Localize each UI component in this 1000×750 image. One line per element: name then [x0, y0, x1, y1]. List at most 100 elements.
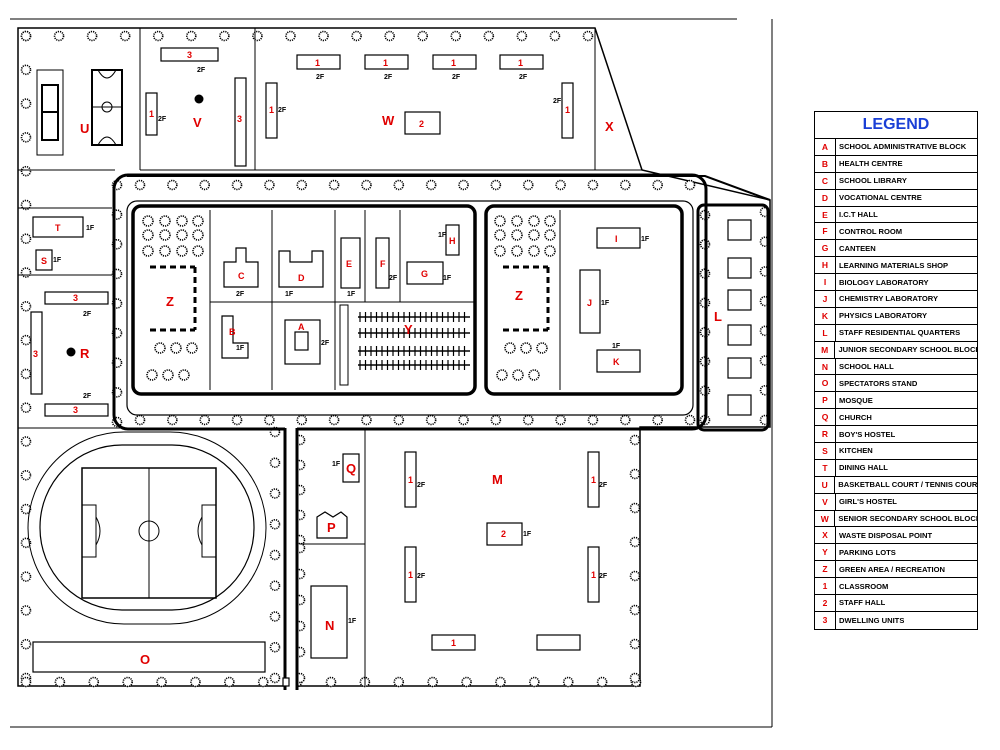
svg-text:1: 1: [149, 109, 154, 119]
legend-label: SCHOOL HALL: [839, 362, 894, 372]
tree-icon: [186, 342, 198, 354]
building-b-label: B: [229, 327, 236, 337]
tree-icon: [417, 30, 429, 42]
legend-key: Q: [815, 409, 836, 426]
legend-label: BOY'S HOSTEL: [839, 429, 896, 439]
legend-key: 1: [815, 578, 836, 595]
tree-icon: [684, 414, 696, 426]
svg-text:1F: 1F: [347, 291, 356, 298]
svg-text:1F: 1F: [86, 225, 95, 232]
basketball-tennis-courts: [36, 69, 123, 156]
tree-icon: [461, 676, 472, 688]
legend-key: B: [815, 155, 836, 172]
tree-icon: [520, 342, 532, 354]
tree-icon: [516, 30, 528, 42]
legend-label: STAFF RESIDENTIAL QUARTERS: [839, 328, 961, 338]
green-area-left-trees: [142, 215, 204, 381]
tree-icon: [269, 580, 281, 592]
tree-icon: [393, 676, 405, 688]
tree-icon: [529, 676, 540, 688]
tree-icon: [176, 229, 188, 241]
legend-label: SENIOR SECONDARY SCHOOL BLOCK: [838, 514, 977, 524]
tree-icon: [511, 229, 523, 241]
tree-icon: [264, 179, 275, 191]
tree-icon: [146, 369, 158, 381]
tree-icon: [53, 30, 65, 42]
legend-label: MOSQUE: [839, 395, 873, 405]
legend-title: LEGEND: [815, 112, 977, 139]
tree-icon: [629, 638, 641, 650]
legend-label: CANTEEN: [839, 243, 876, 253]
tree-icon: [587, 179, 599, 191]
svg-text:1: 1: [315, 58, 320, 68]
tree-icon: [629, 434, 641, 446]
building-a-label: A: [298, 322, 305, 332]
legend-key: J: [815, 291, 836, 307]
tree-icon: [427, 676, 438, 688]
legend-key: E: [815, 206, 836, 223]
legend-label: PARKING LOTS: [839, 547, 896, 557]
tree-icon: [629, 536, 641, 548]
svg-text:2F: 2F: [83, 393, 92, 400]
tree-icon: [522, 179, 534, 191]
building-f-label: F: [380, 259, 386, 269]
svg-text:1F: 1F: [523, 531, 532, 538]
svg-text:1F: 1F: [285, 291, 294, 298]
svg-text:1: 1: [451, 638, 456, 648]
legend-key: N: [815, 358, 836, 375]
tree-icon: [20, 537, 32, 549]
tree-icon: [544, 215, 556, 227]
svg-text:1F: 1F: [443, 275, 452, 282]
tree-icon: [384, 30, 395, 42]
tree-icon: [20, 165, 32, 177]
legend-key: A: [815, 139, 836, 155]
svg-text:2F: 2F: [553, 98, 562, 105]
tree-icon: [458, 414, 469, 426]
tree-icon: [231, 179, 243, 191]
legend-key: D: [815, 189, 836, 206]
svg-text:1: 1: [269, 105, 274, 115]
tree-icon: [629, 502, 641, 514]
svg-text:2F: 2F: [316, 74, 325, 81]
tree-icon: [318, 30, 329, 42]
legend-label: PHYSICS LABORATORY: [839, 311, 928, 321]
tree-icon: [619, 179, 631, 191]
svg-text:1F: 1F: [641, 236, 650, 243]
flagpole-marker-r: [66, 347, 76, 357]
svg-text:2F: 2F: [452, 74, 461, 81]
tree-icon: [119, 30, 131, 42]
legend-label: DINING HALL: [839, 463, 888, 473]
zone-l-label: L: [714, 309, 722, 324]
boundary-trees: [20, 30, 771, 688]
tree-icon: [555, 414, 566, 426]
tree-icon: [495, 676, 506, 688]
legend-key: U: [815, 476, 836, 493]
tree-icon: [252, 30, 263, 42]
svg-text:1F: 1F: [236, 345, 245, 352]
legend-key: X: [815, 527, 836, 544]
tree-icon: [582, 30, 594, 42]
zone-x-label: X: [605, 119, 614, 134]
svg-text:1: 1: [591, 570, 596, 580]
legend-label: I.C.T HALL: [839, 210, 878, 219]
tree-icon: [20, 30, 32, 42]
tree-icon: [504, 342, 516, 354]
tree-icon: [494, 245, 506, 257]
tree-icon: [494, 229, 506, 241]
legend-key: K: [815, 307, 836, 324]
tree-icon: [490, 414, 502, 426]
tree-icon: [629, 604, 641, 616]
buildings: [30, 47, 752, 687]
legend-key: 2: [815, 595, 836, 611]
zone-m-label: M: [492, 472, 503, 487]
tree-icon: [176, 245, 188, 257]
legend-key: T: [815, 459, 836, 476]
